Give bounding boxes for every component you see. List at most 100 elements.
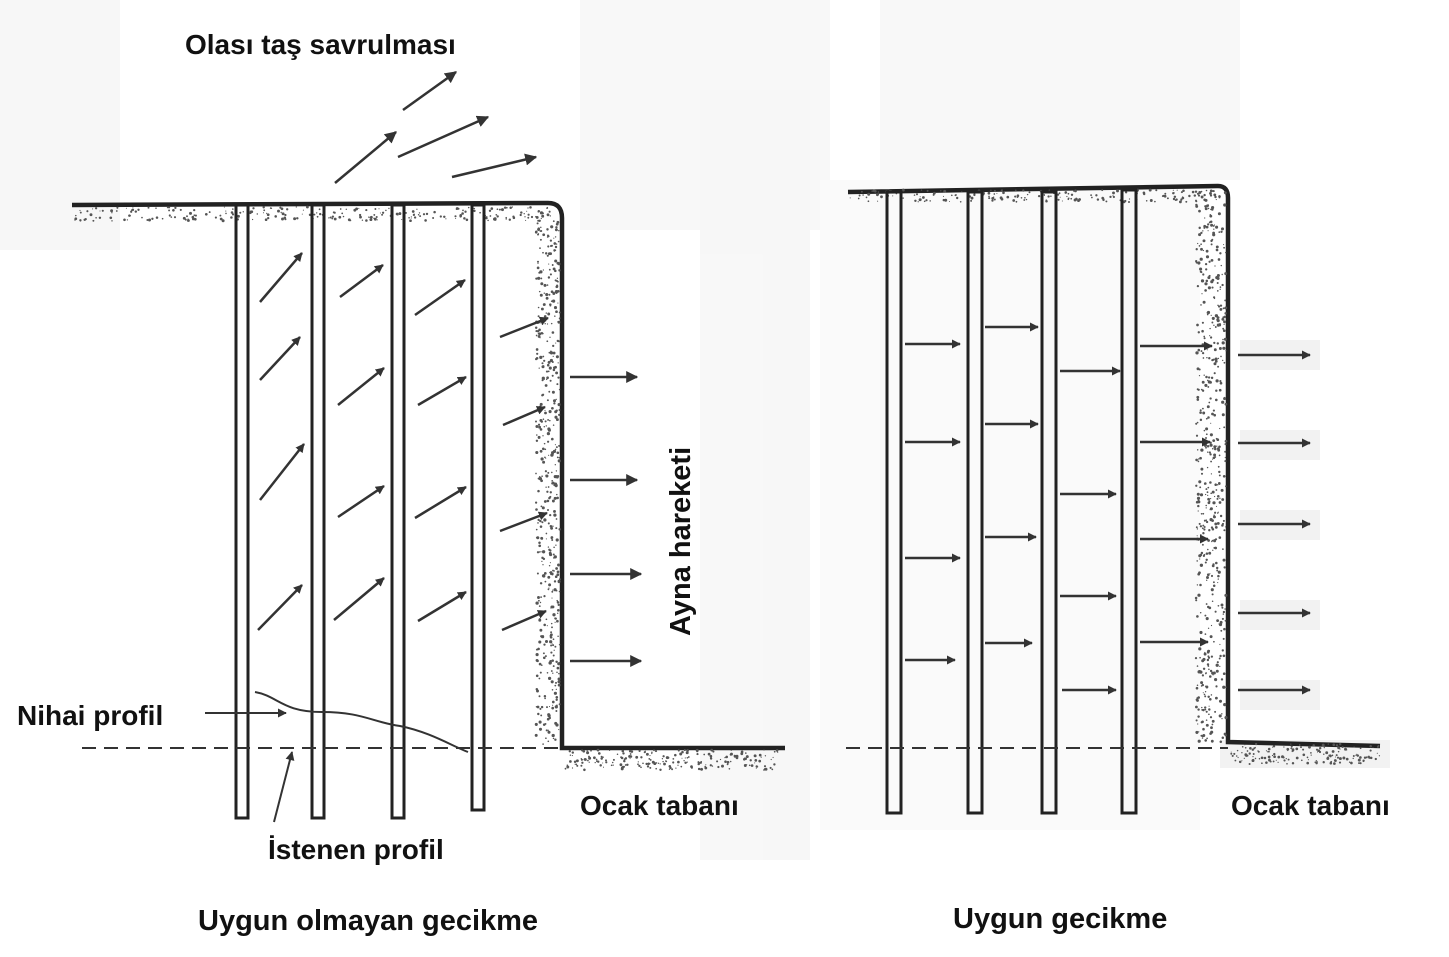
speckle-dot bbox=[1230, 751, 1232, 753]
speckle-dot bbox=[540, 551, 542, 553]
speckle-dot bbox=[745, 755, 749, 759]
speckle-dot bbox=[1224, 526, 1226, 528]
speckle-dot bbox=[583, 768, 586, 772]
speckle-dot bbox=[379, 212, 381, 214]
speckle-dot bbox=[1201, 351, 1205, 355]
speckle-dot bbox=[1043, 194, 1046, 196]
speckle-dot bbox=[724, 760, 727, 763]
speckle-dot bbox=[1206, 405, 1210, 409]
speckle-dot bbox=[1209, 669, 1213, 673]
speckle-dot bbox=[569, 760, 572, 763]
speckle-dot bbox=[540, 505, 543, 508]
speckle-dot bbox=[638, 749, 641, 753]
speckle-dot bbox=[537, 489, 540, 493]
speckle-dot bbox=[1112, 195, 1114, 197]
speckle-dot bbox=[773, 750, 776, 753]
speckle-dot bbox=[126, 219, 129, 221]
speckle-dot bbox=[1273, 752, 1276, 756]
speckle-dot bbox=[999, 196, 1003, 200]
speckle-dot bbox=[1298, 744, 1301, 746]
speckle-dot bbox=[1202, 273, 1205, 276]
flyrock-arrow bbox=[334, 131, 397, 184]
speckle-dot bbox=[1215, 389, 1218, 392]
speckle-dot bbox=[546, 490, 549, 493]
speckle-dot bbox=[535, 439, 539, 442]
speckle-dot bbox=[1206, 310, 1211, 315]
speckle-dot bbox=[1222, 338, 1224, 341]
speckle-dot bbox=[557, 240, 560, 243]
speckle-dot bbox=[1203, 443, 1208, 447]
speckle-dot bbox=[1209, 453, 1212, 456]
speckle-dot bbox=[536, 572, 539, 575]
speckle-dot bbox=[1200, 721, 1204, 724]
speckle-dot bbox=[1267, 750, 1269, 753]
speckle-dot bbox=[547, 440, 550, 443]
speckle-dot bbox=[1219, 497, 1221, 499]
speckle-dot bbox=[1369, 756, 1373, 760]
speckle-dot bbox=[489, 215, 492, 217]
speckle-dot bbox=[687, 756, 690, 758]
speckle-dot bbox=[1211, 593, 1214, 596]
speckle-dot bbox=[432, 217, 435, 219]
speckle-dot bbox=[1215, 505, 1218, 507]
speckle-dot bbox=[408, 217, 410, 219]
speckle-dot bbox=[1218, 501, 1222, 504]
speckle-dot bbox=[1207, 416, 1210, 419]
speckle-dot bbox=[991, 199, 994, 202]
speckle-dot bbox=[371, 217, 373, 219]
speckle-dot bbox=[405, 211, 407, 214]
speckle-dot bbox=[544, 252, 548, 255]
speckle-dot bbox=[1207, 497, 1210, 501]
blast-hole bbox=[966, 190, 984, 815]
speckle-dot bbox=[546, 254, 549, 257]
speckle-dot bbox=[1024, 196, 1026, 199]
speckle-dot bbox=[539, 211, 544, 215]
speckle-dot bbox=[401, 218, 403, 221]
speckle-dot bbox=[587, 759, 589, 762]
speckle-dot bbox=[552, 525, 554, 527]
speckle-dot bbox=[558, 672, 560, 675]
speckle-dot bbox=[1267, 747, 1271, 751]
speckle-dot bbox=[425, 212, 429, 216]
speckle-dot bbox=[1095, 194, 1098, 197]
speckle-dot bbox=[168, 209, 171, 212]
speckle-dot bbox=[1195, 599, 1198, 602]
speckle-dot bbox=[553, 649, 555, 651]
speckle-dot bbox=[547, 428, 551, 432]
speckle-dot bbox=[571, 755, 573, 757]
speckle-dot bbox=[1202, 411, 1206, 415]
speckle-dot bbox=[535, 425, 539, 428]
speckle-dot bbox=[1222, 327, 1225, 330]
speckle-dot bbox=[398, 212, 402, 216]
speckle-dot bbox=[1198, 458, 1200, 460]
speckle-dot bbox=[1162, 194, 1165, 197]
speckle-dot bbox=[128, 214, 131, 217]
speckle-dot bbox=[711, 765, 714, 767]
speckle-dot bbox=[717, 765, 720, 769]
speckle-dot bbox=[892, 195, 894, 197]
speckle-dot bbox=[686, 761, 688, 763]
speckle-dot bbox=[554, 444, 556, 446]
speckle-dot bbox=[1214, 360, 1218, 363]
speckle-dot bbox=[642, 762, 644, 765]
speckle-dot bbox=[544, 580, 547, 583]
speckle-dot bbox=[1267, 755, 1271, 759]
blast-hole bbox=[885, 190, 903, 815]
speckle-dot bbox=[1195, 686, 1199, 690]
speckle-dot bbox=[1067, 198, 1070, 201]
speckle-dot bbox=[902, 197, 904, 199]
speckle-dot bbox=[552, 553, 555, 556]
speckle-dot bbox=[543, 426, 546, 428]
speckle-dot bbox=[551, 299, 556, 303]
speckle-dot bbox=[1315, 748, 1319, 751]
speckle-dot bbox=[1216, 483, 1219, 486]
speckle-dot bbox=[649, 755, 651, 757]
speckle-dot bbox=[1216, 521, 1220, 525]
speckle-dot bbox=[1222, 307, 1225, 310]
speckle-dot bbox=[1213, 193, 1217, 197]
speckle-dot bbox=[98, 216, 102, 219]
speckle-dot bbox=[539, 671, 542, 674]
speckle-dot bbox=[1336, 756, 1340, 759]
speckle-dot bbox=[1210, 208, 1212, 211]
speckle-dot bbox=[1196, 665, 1199, 667]
